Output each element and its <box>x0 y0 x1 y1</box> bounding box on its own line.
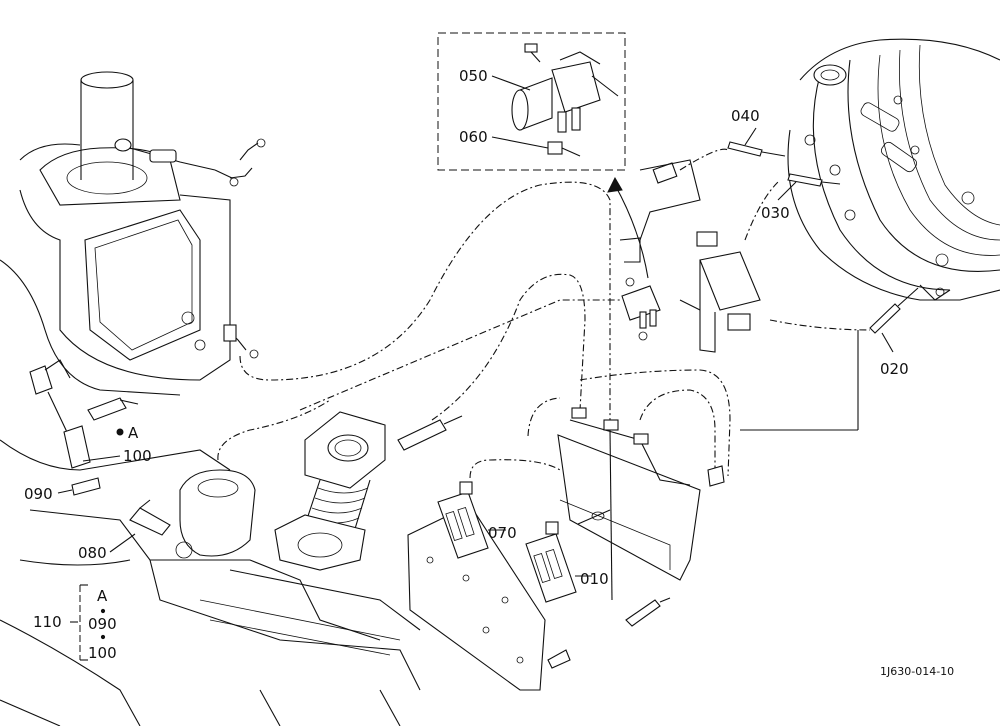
flex-pipe-assembly <box>274 411 386 571</box>
engine-housing <box>787 38 1000 301</box>
part-label-040: 040 <box>731 107 760 125</box>
sensor-module-070 <box>437 481 506 559</box>
group-label-090: 090 <box>88 615 117 633</box>
part-label-100: 100 <box>123 447 152 465</box>
left-connector-assembly <box>29 359 139 496</box>
lower-housing <box>0 439 421 726</box>
sensor-080 <box>109 499 171 553</box>
detail-arrow <box>607 176 649 279</box>
part-label-050: 050 <box>459 67 488 85</box>
center-sensor <box>397 415 463 451</box>
group-label-100: 100 <box>88 644 117 662</box>
part-label-010: 010 <box>580 570 609 588</box>
sensor-module-010 <box>525 521 592 603</box>
left-pipe-housing <box>0 71 266 396</box>
sensor-030 <box>777 173 841 201</box>
sensor-020 <box>869 287 919 353</box>
document-code: 1J630-014-10 <box>880 665 954 678</box>
part-label-060: 060 <box>459 128 488 146</box>
connector-bracket <box>619 159 761 353</box>
part-label-080: 080 <box>78 544 107 562</box>
part-label-020: 020 <box>880 360 909 378</box>
group-bracket-110 <box>70 584 106 661</box>
sensor-040 <box>727 127 786 157</box>
mounting-plates <box>407 407 725 691</box>
wire-harness <box>217 148 871 479</box>
detail-inset-box <box>437 32 626 171</box>
part-label-090: 090 <box>24 485 53 503</box>
group-label-a: A <box>97 587 108 605</box>
part-label-030: 030 <box>761 204 790 222</box>
reference-label-a: A <box>128 424 139 442</box>
part-label-110: 110 <box>33 613 62 631</box>
leader-lines <box>609 330 859 601</box>
part-label-070: 070 <box>488 524 517 542</box>
